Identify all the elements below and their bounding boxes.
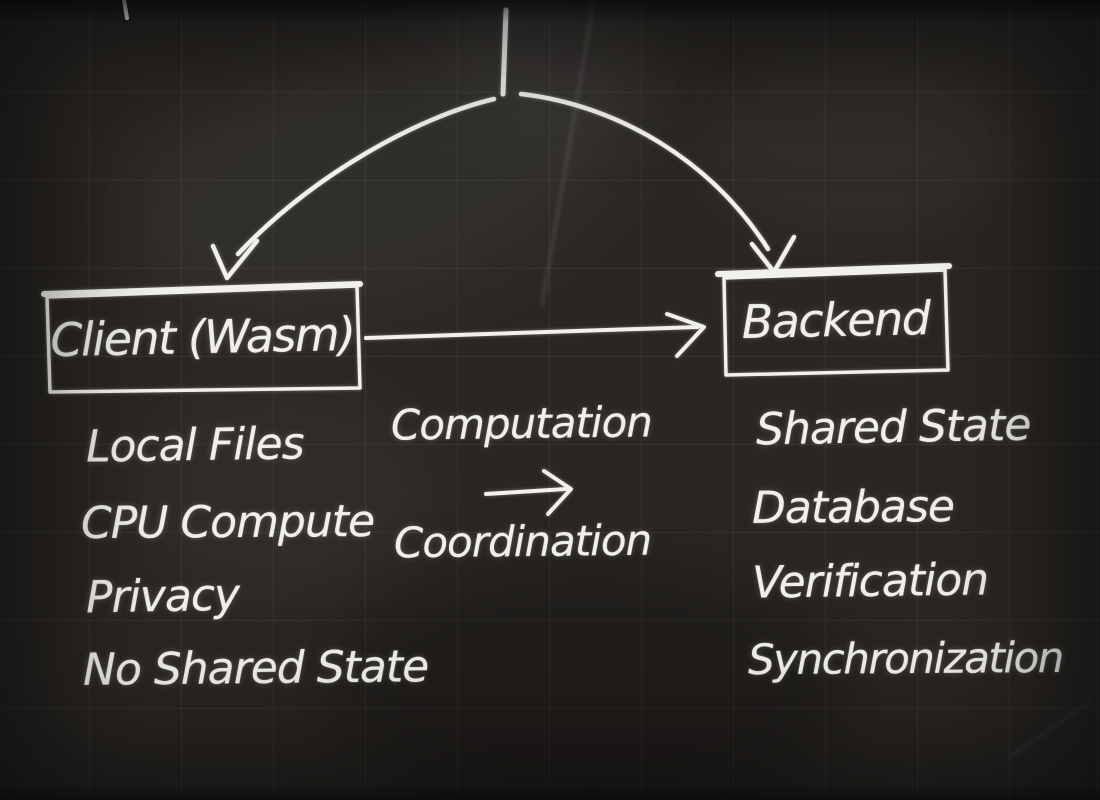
backend-list-item: Shared State (755, 399, 1031, 456)
computation-to-coordination-arrow-shaft (484, 487, 568, 496)
backend-list-item: Synchronization (747, 632, 1064, 685)
chalk-smudge (120, 380, 440, 600)
chalk-smudge (92, 0, 668, 374)
client-box-label: Client (Wasm) (49, 306, 356, 368)
chalk-tick (122, 0, 129, 20)
client-list-item: No Shared State (82, 641, 429, 696)
flow-computation-label: Computation (390, 397, 653, 450)
arrowhead-to-backend (749, 234, 797, 275)
backend-box-label: Backend (741, 290, 930, 349)
flow-coordination-label: Coordination (393, 515, 652, 568)
arrowhead-to-client (210, 238, 260, 281)
client-box-top-overdraw (41, 281, 363, 297)
top-stem-line (500, 7, 509, 97)
faint-scratch (1007, 700, 1091, 760)
client-to-backend-arrow-shaft (364, 325, 700, 340)
erased-chalk-streak (540, 0, 596, 306)
chalk-smudge (399, 0, 701, 181)
board-top-edge (0, 0, 1100, 24)
client-list-item: Local Files (85, 418, 304, 473)
client-list-item: Privacy (85, 569, 240, 624)
client-box-outline (45, 284, 362, 394)
backend-list-item: Verification (751, 554, 989, 609)
backend-list-item: Database (751, 481, 955, 534)
client-to-backend-arrowhead (665, 312, 706, 358)
computation-to-coordination-arrowhead (542, 469, 573, 516)
chalk-smudge (700, 60, 1020, 230)
client-list-item: CPU Compute (80, 495, 375, 550)
backend-box-outline (722, 268, 950, 377)
backend-box-top-overdraw (715, 263, 952, 277)
branch-arc-left (235, 96, 497, 257)
shadow-patch (330, 560, 850, 800)
branch-arc-right (518, 91, 771, 252)
board-bottom-edge (0, 784, 1100, 800)
